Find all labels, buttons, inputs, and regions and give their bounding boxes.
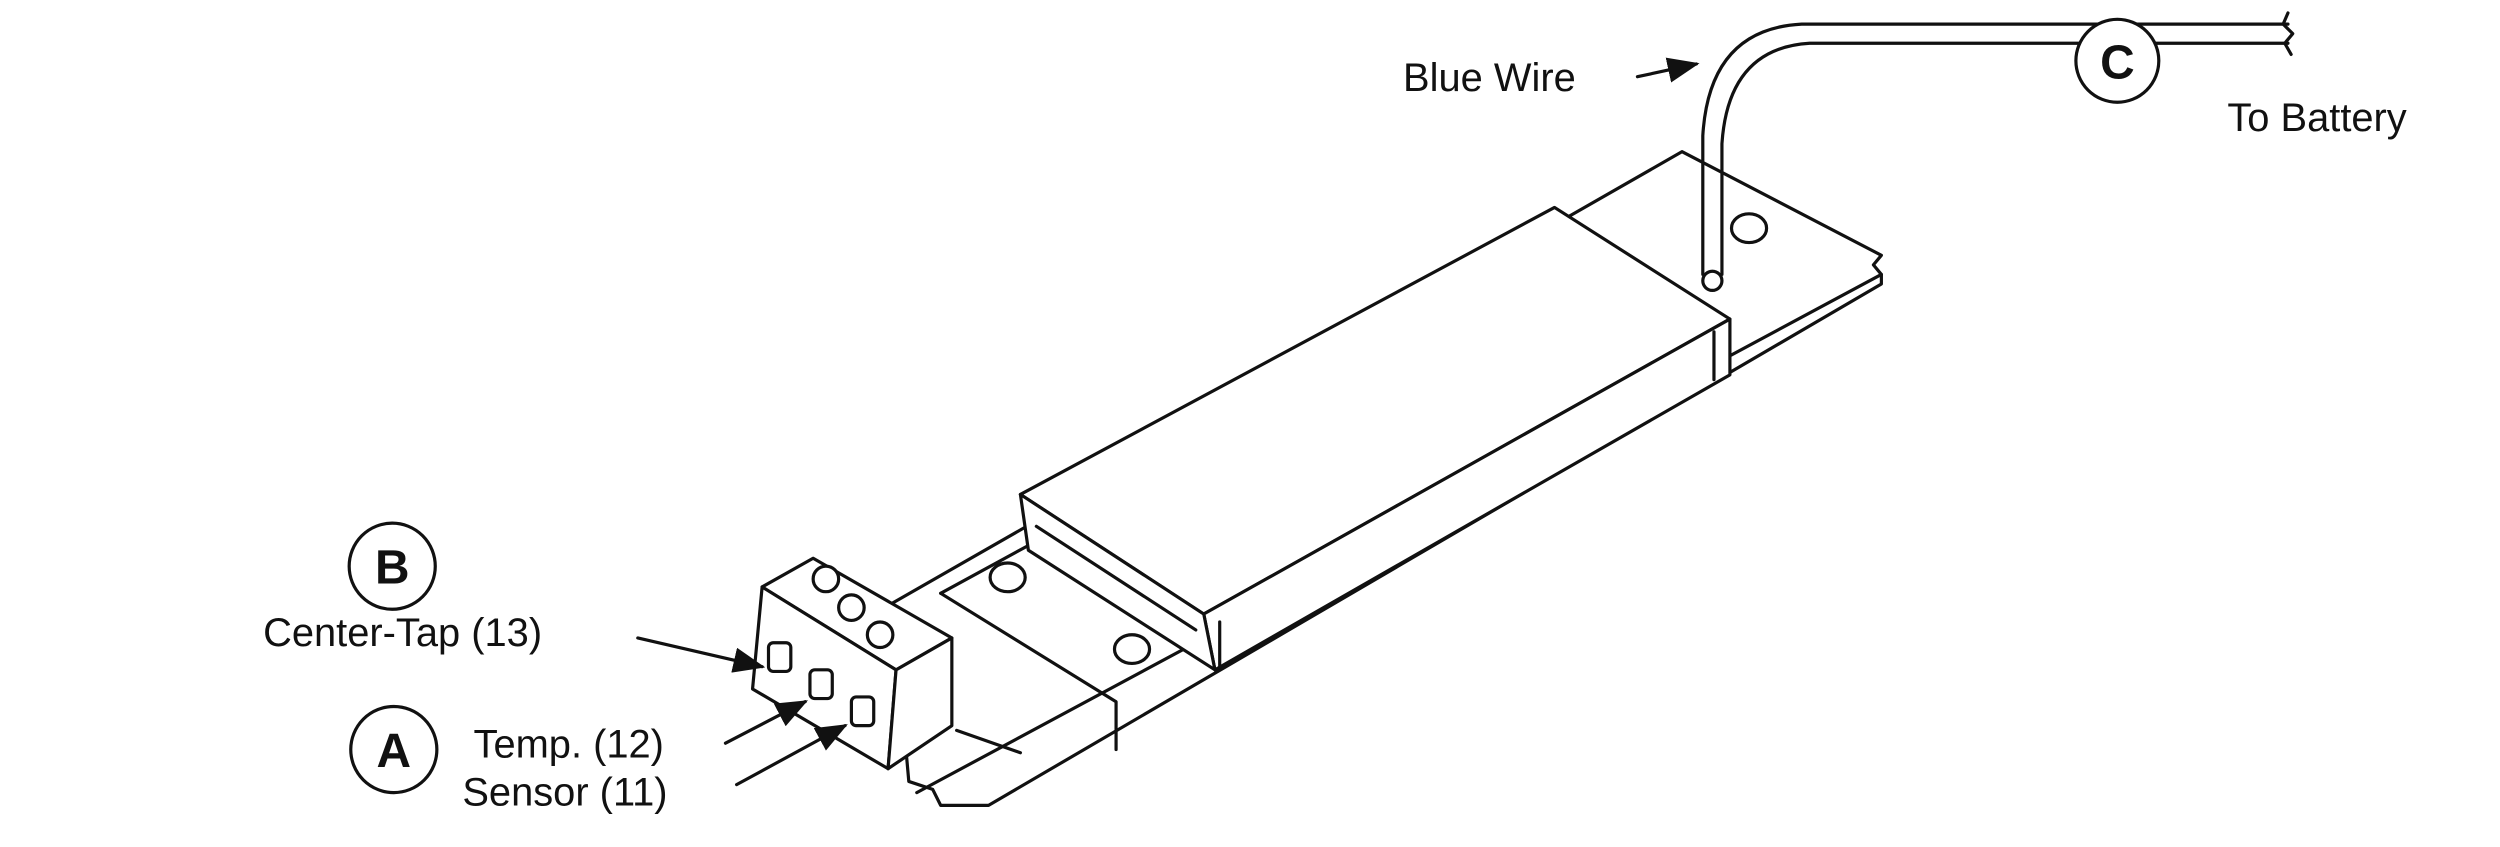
center-tap-arrow [636, 636, 766, 673]
callout-b: B [347, 521, 437, 611]
blue-wire-label: Blue Wire [1403, 56, 1576, 100]
screw-icon[interactable] [865, 620, 895, 650]
temp-label: Temp. (12) [474, 723, 664, 767]
terminal-slot-13[interactable] [766, 641, 793, 674]
screw-icon[interactable] [837, 593, 866, 623]
terminal-slot-11[interactable] [849, 695, 876, 728]
sensor-label: Sensor (11) [462, 770, 667, 814]
callout-c: C [2074, 17, 2161, 104]
temp-arrow [723, 700, 808, 745]
terminal-block[interactable] [750, 556, 954, 771]
blue-wire [1701, 11, 2295, 292]
center-tap-label: Center-Tap (13) [263, 611, 542, 655]
sensor-arrow [735, 724, 848, 787]
mounting-hole [988, 561, 1027, 594]
mounting-hole [1729, 212, 1769, 245]
callout-c-letter: C [2100, 36, 2135, 89]
to-battery-label: To Battery [2227, 96, 2406, 140]
terminal-slot-12[interactable] [808, 668, 834, 701]
screw-icon[interactable] [811, 564, 841, 594]
mounting-hole [1112, 633, 1152, 666]
plate-left-section [939, 543, 1118, 755]
callout-b-letter: B [375, 542, 410, 595]
callout-a: A [349, 704, 439, 795]
module-housing [1018, 205, 1732, 672]
blue-wire-arrow [1635, 57, 1700, 83]
callout-a-letter: A [377, 725, 412, 778]
